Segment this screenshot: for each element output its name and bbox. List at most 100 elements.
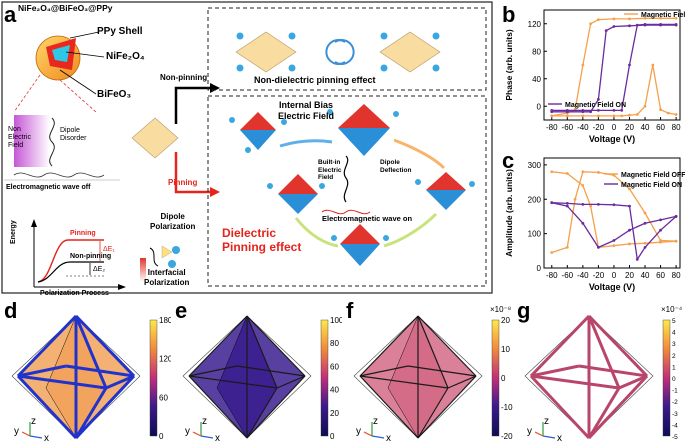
colorbar-tick-label: -20	[501, 432, 513, 441]
x-tick-label: 20	[625, 271, 634, 280]
panel-a-diagram	[1, 1, 493, 294]
data-point-off	[643, 211, 647, 215]
octahedron-edge	[74, 374, 136, 440]
energy-non-pinning-label: Non-pinning	[70, 253, 112, 260]
x-axis-arrow	[371, 435, 385, 439]
data-point-off	[597, 114, 600, 118]
data-point-off	[628, 113, 631, 117]
data-point-on	[612, 108, 616, 112]
data-point-off	[612, 17, 616, 21]
x-axis-label: Voltage (V)	[589, 282, 635, 292]
colorbar-tick-label: 2	[672, 353, 676, 360]
ppy-shell-label: PPy Shell	[97, 26, 143, 37]
center-diamond	[131, 117, 179, 159]
colorbar-tick-label: 60	[330, 362, 339, 371]
x-tick-label: 40	[641, 123, 650, 132]
y-tick-label: 0	[537, 102, 542, 111]
octahedron-edge	[587, 387, 621, 439]
colorbar-tick-label: -3	[672, 411, 678, 418]
x-axis-arrow	[200, 435, 214, 439]
y-axis-arrow	[21, 431, 31, 437]
axis-letter-x: x	[215, 433, 220, 443]
data-point-on	[589, 110, 593, 114]
panel-f-letter: f	[346, 298, 354, 323]
data-point-off	[573, 197, 577, 201]
colorbar-tick-label: 0	[330, 432, 335, 441]
data-point-off	[581, 114, 585, 118]
data-point-off	[550, 251, 554, 254]
axis-letter-y: y	[185, 426, 190, 437]
colorbar-tick-label: 100	[330, 316, 342, 325]
octahedron-edge	[246, 315, 278, 389]
data-point-off	[565, 172, 569, 175]
octahedron-edge	[417, 315, 477, 377]
octahedron-edge	[17, 374, 107, 390]
octahedron-edge	[246, 387, 278, 439]
panel-c-letter: c	[502, 148, 515, 173]
x-axis-label: Voltage (V)	[589, 134, 635, 144]
data-point-on	[565, 110, 569, 114]
colorbar-tick-label: 0	[501, 374, 506, 383]
no-field-gradient	[14, 115, 50, 167]
octahedron-edge	[417, 387, 449, 439]
data-point-off	[659, 16, 662, 20]
x-tick-label: 80	[672, 271, 681, 280]
octahedron-edge	[188, 365, 238, 377]
non-pinning-arrow-label: Non-pinning	[160, 73, 208, 82]
colorbar-tick-label: 60	[159, 393, 168, 402]
colorbar-tick-label: 120	[159, 355, 171, 364]
octahedron-edge	[618, 374, 648, 390]
octahedron-edge	[359, 365, 409, 377]
data-point-on	[620, 108, 624, 112]
panel-a-frame	[1, 1, 493, 294]
y-tick-label: 100	[528, 230, 542, 239]
y-tick-label: 0	[537, 264, 542, 273]
colorbar-tick-label: 0	[672, 376, 676, 383]
data-point-off	[651, 63, 655, 67]
y-tick-label: 120	[528, 20, 542, 29]
y-tick-label: 80	[532, 47, 541, 56]
data-point-off	[550, 114, 554, 118]
axis-letter-x: x	[557, 433, 562, 443]
data-point-on	[565, 204, 569, 208]
octahedron-edge	[74, 387, 108, 439]
y-tick-label: 40	[532, 75, 541, 84]
y-axis-arrow	[534, 431, 544, 437]
data-point-on	[612, 25, 616, 28]
panel-b-letter: b	[502, 2, 516, 27]
octahedron-edge	[587, 314, 649, 378]
octahedron-edge	[587, 374, 649, 440]
y-axis-arrow	[192, 431, 202, 437]
data-point-off	[550, 170, 554, 174]
data-point-off	[597, 171, 600, 174]
y-tick-label: 300	[528, 161, 542, 170]
colorbar-tick-label: 5	[672, 318, 676, 325]
polarization-axis-label: Polarization Process	[40, 290, 109, 297]
axis-letter-x: x	[386, 433, 391, 443]
data-point-off	[643, 104, 647, 108]
data-point-on	[597, 203, 600, 206]
colorbar	[491, 319, 500, 437]
x-tick-label: 0	[612, 123, 617, 132]
x-tick-label: -60	[562, 123, 574, 132]
non-pinning-box	[207, 7, 487, 91]
series-line-on	[551, 23, 677, 112]
colorbar-tick-label: 80	[330, 339, 339, 348]
data-point-on	[628, 228, 631, 232]
legend-entry: Magnetic Field OFF	[621, 172, 685, 179]
data-point-off	[581, 63, 585, 67]
colorbar-tick-label: -4	[672, 422, 678, 429]
data-point-on	[565, 201, 569, 205]
octahedron-edge	[359, 375, 419, 439]
data-point-off	[643, 16, 647, 20]
